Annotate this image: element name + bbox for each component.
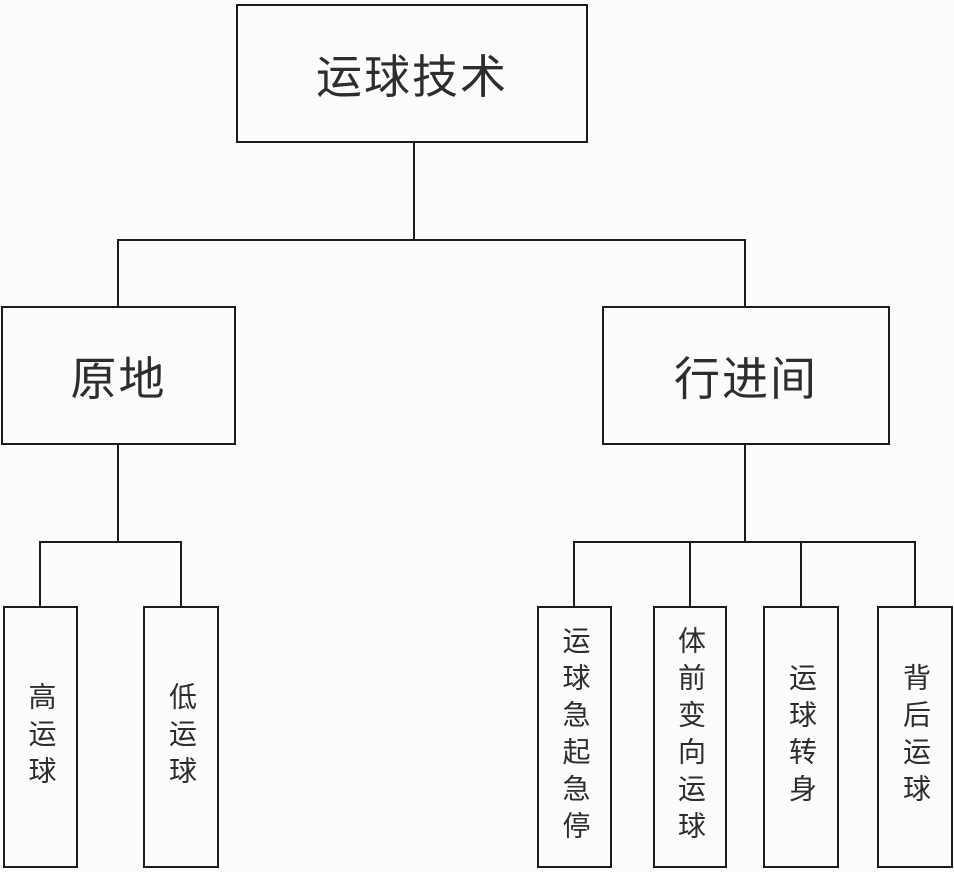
node-low-dribble: 低运球 <box>143 606 219 868</box>
connector-low-drop <box>180 541 182 607</box>
node-moving-label: 行进间 <box>674 352 818 405</box>
connector-root-down <box>413 143 415 240</box>
node-behind-back-dribble: 背后运球 <box>877 606 953 868</box>
connector-spin-drop <box>800 541 802 607</box>
node-stationary: 原地 <box>1 306 236 445</box>
node-crossover-dribble: 体前变向运球 <box>653 606 727 868</box>
node-root: 运球技术 <box>236 4 588 143</box>
node-start-stop-dribble: 运球急起急停 <box>537 606 612 868</box>
connector-startstop-drop <box>573 541 575 607</box>
connector-high-drop <box>39 541 41 607</box>
connector-behindback-drop <box>914 541 916 607</box>
node-behind-back-dribble-label: 背后运球 <box>900 663 931 811</box>
node-root-label: 运球技术 <box>316 50 508 103</box>
connector-crossover-drop <box>689 541 691 607</box>
node-high-dribble-label: 高运球 <box>25 681 57 793</box>
connector-moving-children-horizontal <box>573 541 916 543</box>
node-stationary-label: 原地 <box>70 352 167 405</box>
node-crossover-dribble-label: 体前变向运球 <box>675 626 706 848</box>
connector-level1-horizontal <box>117 239 746 241</box>
connector-moving-drop <box>744 239 746 307</box>
node-spin-dribble: 运球转身 <box>763 606 839 868</box>
connector-moving-down <box>744 443 746 543</box>
connector-stationary-down <box>117 443 119 543</box>
node-start-stop-dribble-label: 运球急起急停 <box>559 626 591 848</box>
connector-stationary-children-horizontal <box>39 541 182 543</box>
node-high-dribble: 高运球 <box>3 606 78 868</box>
node-low-dribble-label: 低运球 <box>166 681 197 793</box>
node-spin-dribble-label: 运球转身 <box>786 663 817 811</box>
connector-stationary-drop <box>117 239 119 307</box>
node-moving: 行进间 <box>602 306 890 445</box>
